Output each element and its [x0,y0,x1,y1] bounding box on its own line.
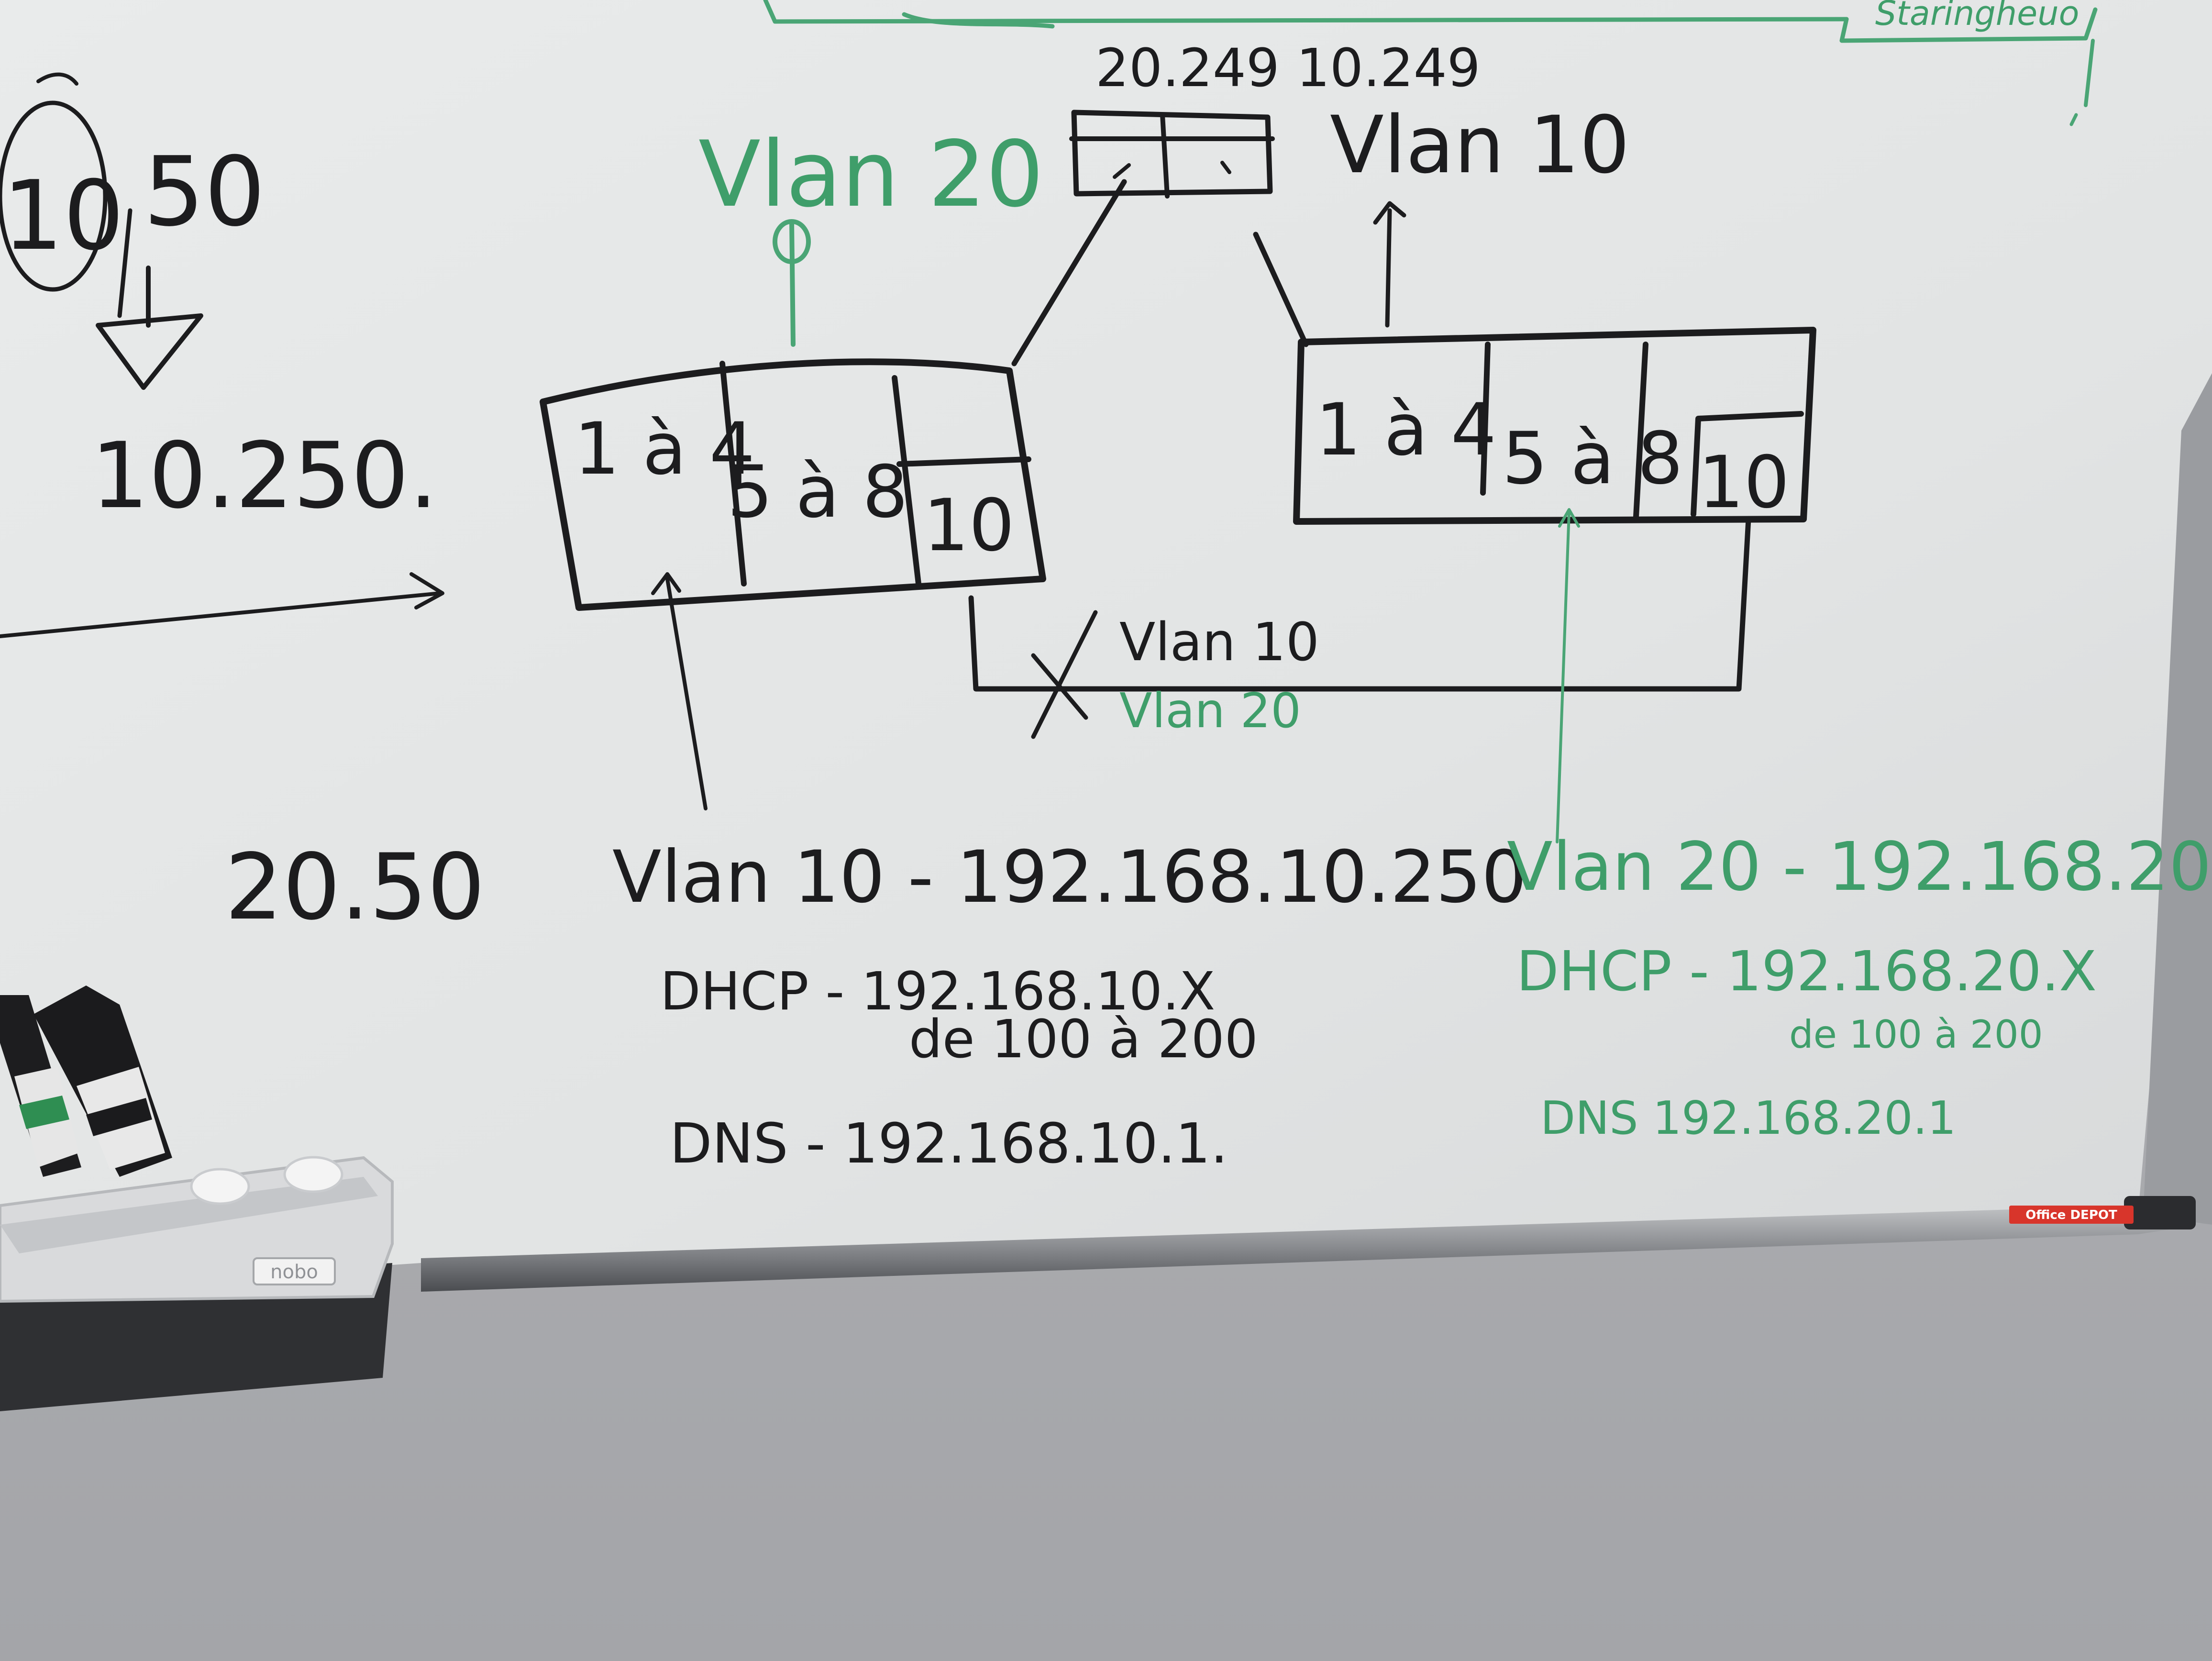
vlan20-dhcp: DHCP - 192.168.20.X [1516,940,2097,1004]
vlan10-label-top: Vlan 10 [1330,99,1630,191]
vlan10-uplink [1373,201,1406,328]
board-corner [2124,1196,2196,1229]
board-frame-bottom [421,1201,2201,1292]
right-switch-trunk-port: 10 [1698,441,1790,524]
top-green-drawing: Staringheuo [763,0,2098,126]
number-50: 50 [144,136,265,248]
vlan20-dns: DNS 192.168.20.1 [1540,1092,1956,1145]
svg-text:Staringheuo: Staringheuo [1875,0,2079,33]
vlan20-pointer [1556,508,1580,843]
switch-right: 1 à 4 5 à 8 10 [1293,327,1816,525]
trunk-link: Vlan 10 Vlan 20 [968,516,1751,739]
vlan10-pointer [651,572,708,810]
nobo-label [253,1257,336,1285]
black-marker [33,986,172,1177]
board-frame-right [2143,373,2212,1225]
office-depot-text: Office DEPOT [2025,1208,2117,1222]
vlan20-dhcp-range: de 100 à 200 [1789,1012,2043,1057]
vlan20-config: Vlan 20 - 192.168.20.250 DHCP - 192.168.… [1507,828,2212,1145]
address-10-250: 10.250. [91,423,438,529]
whiteboard-surface [0,0,2212,1292]
vlan20-address: Vlan 20 - 192.168.20.250 [1507,828,2212,906]
marker-holder: nobo [0,1156,394,1411]
link-router-left-switch [1011,179,1127,366]
nobo-logo-text: nobo [270,1261,318,1283]
left-switch-ports-1-4: 1 à 4 [574,408,755,491]
circled-number: 10 [2,160,124,272]
office-depot-logo: Office DEPOT [2009,1206,2134,1224]
vlan10-dhcp-range: de 100 à 200 [909,1008,1258,1070]
address-20-50: 20.50 [225,834,485,940]
right-switch-ports-5-8: 5 à 8 [1502,417,1683,500]
left-switch-trunk-port: 10 [923,484,1015,567]
trunk-vlan20: Vlan 20 [1119,683,1301,739]
vlan20-label-top: Vlan 20 [698,122,1044,227]
right-switch-ports-1-4: 1 à 4 [1316,388,1496,472]
trunk-vlan10: Vlan 10 [1119,611,1319,673]
link-router-right-switch [1253,232,1309,347]
vlan10-dhcp: DHCP - 192.168.10.X [660,961,1215,1022]
switch-left: 1 à 4 5 à 8 10 [540,358,1046,611]
vlan10-config: Vlan 10 - 192.168.10.250 DHCP - 192.168.… [612,836,1527,1176]
vlan10-address: Vlan 10 - 192.168.10.250 [612,836,1527,919]
vlan20-uplink [773,219,811,347]
left-switch-ports-5-8: 5 à 8 [727,451,908,534]
router: 20.249 10.249 [1069,37,1481,199]
left-notes: 10 50 10.250. 20.50 [0,72,485,940]
vlan10-dns: DNS - 192.168.10.1. [670,1112,1228,1176]
router-address: 20.249 10.249 [1095,37,1481,99]
green-marker [0,995,81,1177]
